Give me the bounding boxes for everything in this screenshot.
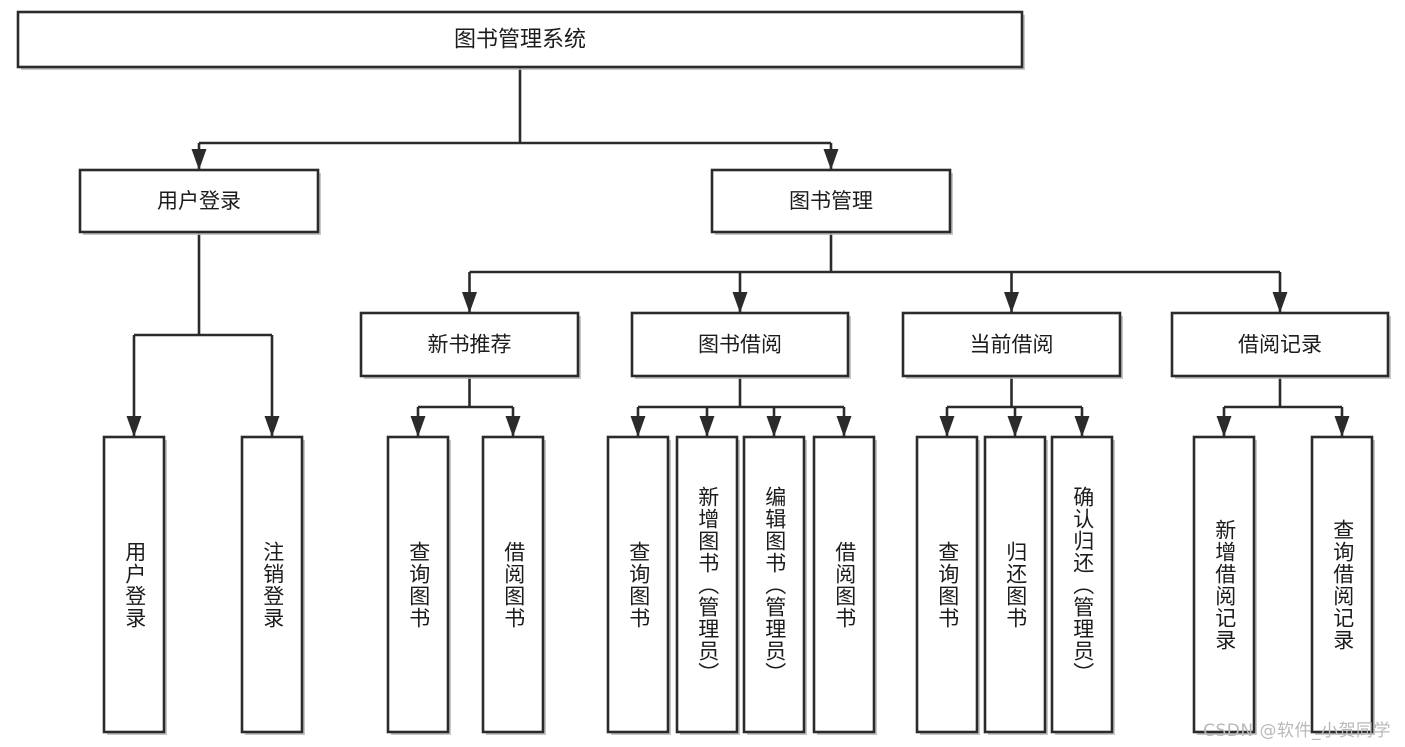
arrow-head-icon xyxy=(939,416,955,437)
node-leaf-user-login[interactable] xyxy=(102,435,166,734)
arrow-head-icon xyxy=(823,149,839,170)
node-leaf-confirm-return-admin[interactable] xyxy=(1050,435,1114,734)
node-book-borrow[interactable] xyxy=(630,311,850,378)
node-current-borrow-label: 当前借阅 xyxy=(970,333,1054,357)
connectors-layer xyxy=(126,67,1350,437)
arrow-head-icon xyxy=(1074,416,1090,437)
node-leaf-add-borrow-record[interactable] xyxy=(1192,435,1256,734)
node-user-login[interactable] xyxy=(78,168,320,234)
node-borrow-record-label: 借阅记录 xyxy=(1238,333,1322,357)
node-book-manage[interactable] xyxy=(710,168,952,234)
node-leaf-edit-book-admin[interactable] xyxy=(742,435,806,734)
arrow-head-icon xyxy=(699,416,715,437)
arrow-head-icon xyxy=(1272,292,1288,313)
node-new-book-rec-label: 新书推荐 xyxy=(428,333,512,357)
node-leaf-query-book-rec[interactable] xyxy=(386,435,450,734)
arrow-head-icon xyxy=(505,416,521,437)
arrow-head-icon xyxy=(410,416,426,437)
node-book-borrow-label: 图书借阅 xyxy=(698,333,782,357)
arrow-head-icon xyxy=(630,416,646,437)
arrow-head-icon xyxy=(126,416,142,437)
node-user-login-label: 用户登录 xyxy=(157,189,241,213)
arrow-head-icon xyxy=(1007,416,1023,437)
node-leaf-query-book-cur[interactable] xyxy=(915,435,979,734)
arrow-head-icon xyxy=(1334,416,1350,437)
arrow-head-icon xyxy=(1004,292,1019,313)
node-current-borrow[interactable] xyxy=(901,311,1122,378)
arrow-head-icon xyxy=(191,149,207,170)
node-book-manage-label: 图书管理 xyxy=(789,189,873,213)
boxes-layer xyxy=(16,10,1391,735)
node-leaf-add-book-admin[interactable] xyxy=(675,435,739,734)
arrow-head-icon xyxy=(836,416,852,437)
node-leaf-query-book-borrow[interactable] xyxy=(606,435,670,734)
arrow-head-icon xyxy=(766,416,782,437)
node-leaf-borrow-book-rec[interactable] xyxy=(481,435,545,734)
node-root[interactable] xyxy=(16,10,1024,69)
arrow-head-icon xyxy=(264,416,280,437)
node-root-label: 图书管理系统 xyxy=(454,28,586,53)
watermark-text: CSDN @软件_小贺同学 xyxy=(1203,721,1391,741)
node-leaf-query-borrow-record[interactable] xyxy=(1310,435,1374,734)
node-new-book-rec[interactable] xyxy=(359,311,580,378)
arrow-head-icon xyxy=(462,292,477,313)
arrow-head-icon xyxy=(732,292,748,313)
node-leaf-borrow-book[interactable] xyxy=(812,435,876,734)
node-leaf-return-book[interactable] xyxy=(983,435,1047,734)
node-leaf-user-logout[interactable] xyxy=(240,435,304,734)
arrow-head-icon xyxy=(1216,416,1232,437)
node-borrow-record[interactable] xyxy=(1170,311,1390,378)
